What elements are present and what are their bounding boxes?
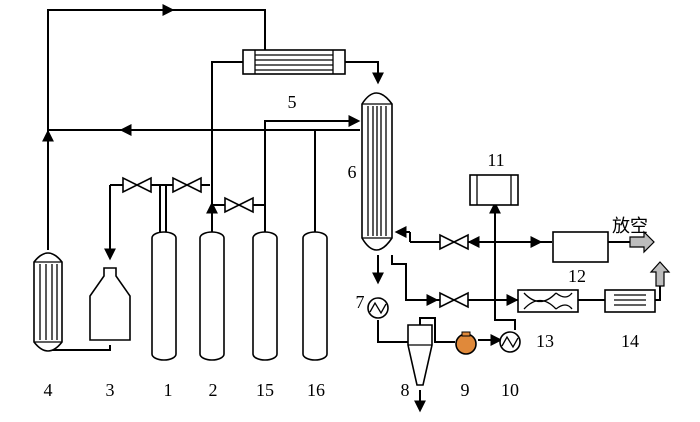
label-5: 5 bbox=[288, 92, 297, 112]
valve-right-upper bbox=[439, 233, 469, 251]
gas-cylinder-15 bbox=[252, 231, 278, 361]
label-3: 3 bbox=[106, 380, 115, 400]
cyclone-separator-8 bbox=[407, 324, 433, 386]
valve-upper-mid bbox=[172, 176, 202, 194]
vent-arrow-right bbox=[629, 230, 655, 254]
labels: 4 3 1 2 15 16 5 6 7 8 9 10 11 12 13 14 放… bbox=[44, 92, 649, 400]
heat-exchanger-10 bbox=[499, 331, 521, 353]
valve-upper-left bbox=[122, 176, 152, 194]
heat-exchanger-4 bbox=[33, 252, 63, 352]
pump-9 bbox=[455, 331, 477, 355]
unit-12 bbox=[552, 231, 609, 263]
label-vent: 放空 bbox=[612, 216, 648, 236]
label-8: 8 bbox=[401, 380, 410, 400]
label-16: 16 bbox=[307, 380, 325, 400]
label-2: 2 bbox=[209, 380, 218, 400]
label-4: 4 bbox=[44, 380, 53, 400]
valve-lower-mid bbox=[224, 196, 254, 214]
cooler-5 bbox=[242, 49, 346, 75]
filter-14 bbox=[604, 289, 656, 313]
label-7: 7 bbox=[356, 292, 365, 312]
unit-11 bbox=[469, 174, 519, 206]
bottle-3 bbox=[89, 267, 131, 341]
label-15: 15 bbox=[256, 380, 274, 400]
label-13: 13 bbox=[536, 331, 554, 351]
label-6: 6 bbox=[348, 162, 357, 182]
piping bbox=[42, 4, 661, 413]
heat-exchanger-7 bbox=[367, 297, 389, 319]
gas-cylinder-2 bbox=[199, 231, 225, 361]
label-10: 10 bbox=[501, 380, 519, 400]
gas-cylinder-16 bbox=[302, 231, 328, 361]
label-14: 14 bbox=[621, 331, 639, 351]
mixer-13 bbox=[517, 289, 579, 313]
label-12: 12 bbox=[568, 266, 586, 286]
vent-arrow-up bbox=[649, 261, 671, 287]
valve-right-lower bbox=[439, 291, 469, 309]
label-9: 9 bbox=[461, 380, 470, 400]
gas-cylinder-1 bbox=[151, 231, 177, 361]
reactor-column-6 bbox=[361, 92, 393, 251]
label-11: 11 bbox=[487, 150, 504, 170]
label-1: 1 bbox=[164, 380, 173, 400]
